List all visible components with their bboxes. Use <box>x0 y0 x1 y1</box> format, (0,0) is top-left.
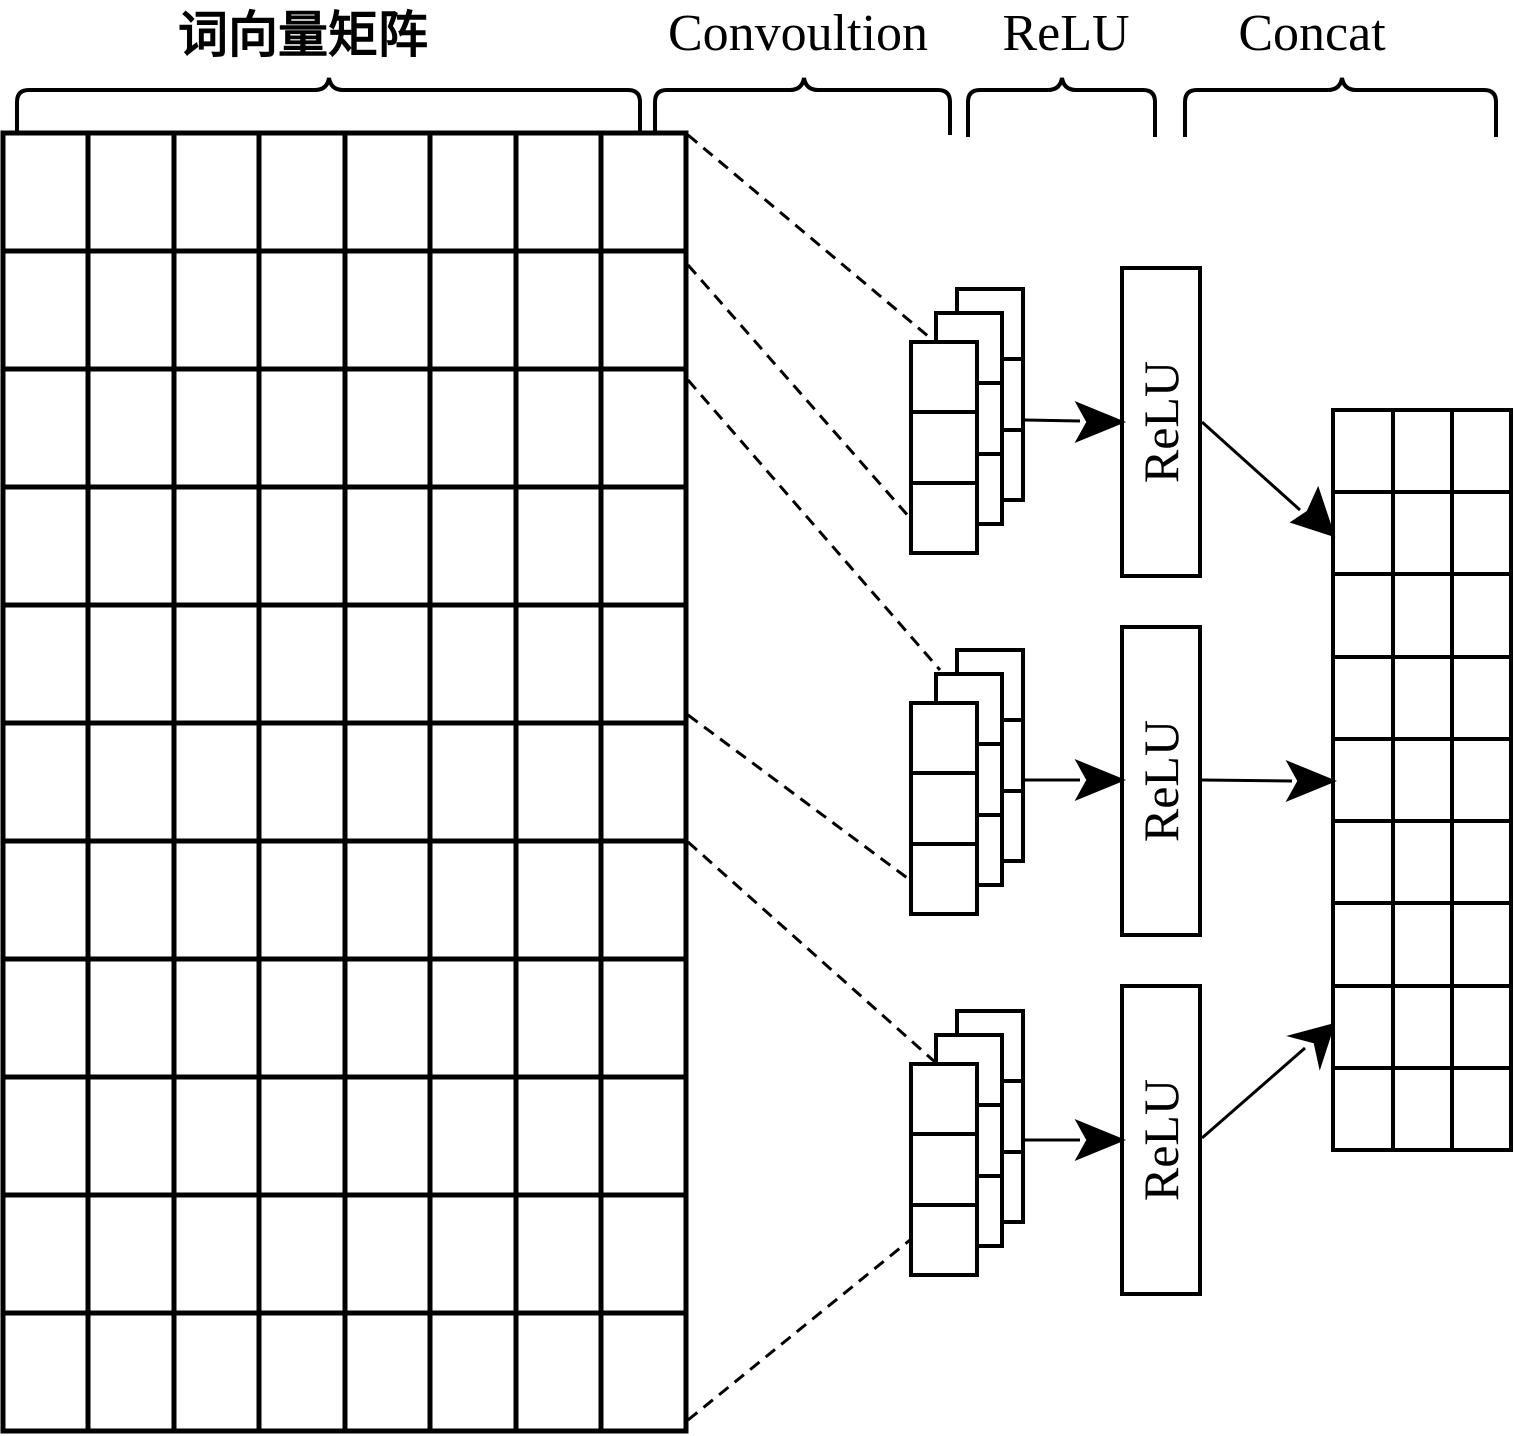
filter-stack-3 <box>909 1009 1025 1277</box>
relu-box-3: ReLU <box>1120 984 1202 1296</box>
filter-stack-1 <box>909 287 1025 555</box>
filter-1-layer-1 <box>909 340 979 555</box>
dash-f2-bottom <box>687 713 911 882</box>
arrows-filter-to-relu <box>1024 400 1126 1162</box>
brace-convolution <box>653 77 952 135</box>
relu-box-2: ReLU <box>1120 625 1202 937</box>
header-convolution: Convoultion <box>668 5 928 62</box>
relu-box-1-label: ReLU <box>1133 361 1189 483</box>
matrix-col-lines <box>85 133 604 1431</box>
relu-box-3-label: ReLU <box>1133 1079 1189 1201</box>
concat-matrix <box>1331 408 1513 1152</box>
brace-concat <box>1183 77 1498 137</box>
dash-f1-bottom <box>686 264 912 519</box>
dash-f1-top <box>687 133 936 344</box>
matrix-row-lines <box>3 248 686 1316</box>
dash-f3-top <box>687 840 936 1064</box>
brace-relu <box>966 77 1157 137</box>
concat-border <box>1331 408 1513 1152</box>
dash-f2-top <box>686 379 942 671</box>
arrows-relu-to-concat <box>1200 420 1337 1140</box>
filter-2-layer-1 <box>909 701 979 916</box>
filter-3-layer-1 <box>909 1062 979 1277</box>
relu-box-2-label: ReLU <box>1133 720 1189 842</box>
filter-stack-2 <box>909 648 1025 916</box>
receptive-field-lines <box>686 133 942 1422</box>
header-concat: Concat <box>1238 5 1386 62</box>
brace-matrix <box>15 77 642 132</box>
dash-f3-bottom <box>687 1238 911 1422</box>
braces <box>15 77 1498 137</box>
relu-box-1: ReLU <box>1120 266 1202 578</box>
word-vector-matrix <box>0 130 689 1434</box>
header-relu: ReLU <box>1002 5 1129 62</box>
header-matrix: 词向量矩阵 <box>178 6 428 64</box>
